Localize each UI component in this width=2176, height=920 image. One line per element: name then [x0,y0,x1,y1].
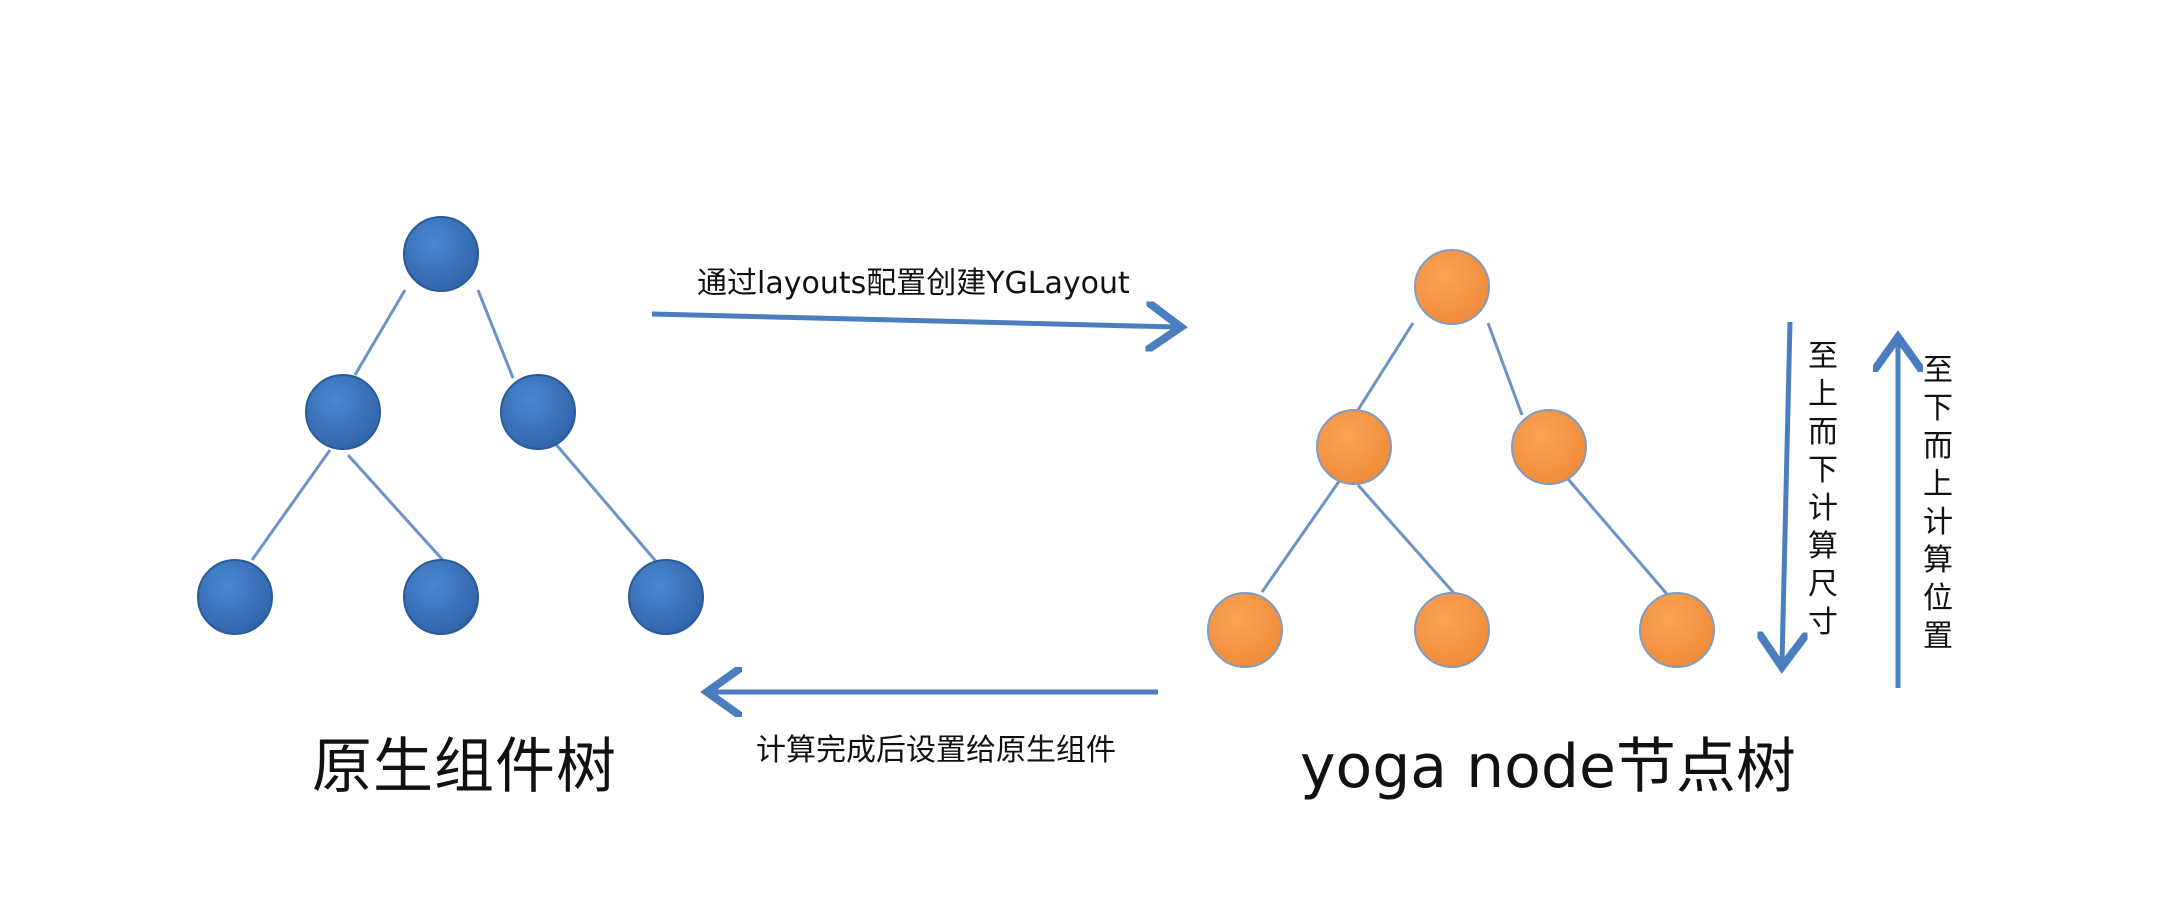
left-node-root [403,216,479,292]
top-down-size-label: 至上而下计算尺寸 [1808,339,1838,640]
left-node-leaf-3 [628,559,704,635]
bottom-up-position-label: 至下而上计算位置 [1923,353,1953,654]
left-node-mid-right [500,374,576,450]
edge-right-root-to-mid-left [1356,322,1415,411]
edge-right-root-to-mid-right [1486,322,1524,416]
arrow-create-right [651,314,1176,327]
apply-result-label: 计算完成后设置给原生组件 [756,733,1116,768]
edge-left-mid-left-to-leaf-2 [346,453,452,570]
create-layout-label: 通过layouts配置创建YGLayout [697,266,1130,301]
flow-arrows [651,314,1898,692]
edge-right-mid-left-to-leaf-1 [1260,479,1342,593]
right-node-leaf-1 [1207,592,1283,668]
right-node-root [1414,249,1490,325]
edge-left-mid-left-to-leaf-1 [250,449,332,561]
left-tree-edges [250,289,662,570]
right-tree-edges [1260,322,1674,601]
right-node-leaf-2 [1414,592,1490,668]
edge-left-mid-right-to-leaf-3 [546,434,662,567]
edge-left-root-to-mid-right [476,289,515,379]
left-node-leaf-1 [197,559,273,635]
arrow-top-down [1782,321,1790,662]
edge-left-root-to-mid-left [353,289,407,376]
edge-right-mid-left-to-leaf-2 [1356,484,1462,601]
left-tree-nodes [197,216,704,635]
edge-right-mid-right-to-leaf-3 [1554,464,1674,601]
yoga-node-tree-title: yoga node节点树 [1300,732,1796,802]
right-node-leaf-3 [1639,592,1715,668]
right-node-mid-right [1511,409,1587,485]
right-tree-nodes [1207,249,1715,668]
right-node-mid-left [1316,409,1392,485]
native-component-tree-title: 原生组件树 [312,732,617,802]
left-node-mid-left [305,374,381,450]
left-node-leaf-2 [403,559,479,635]
